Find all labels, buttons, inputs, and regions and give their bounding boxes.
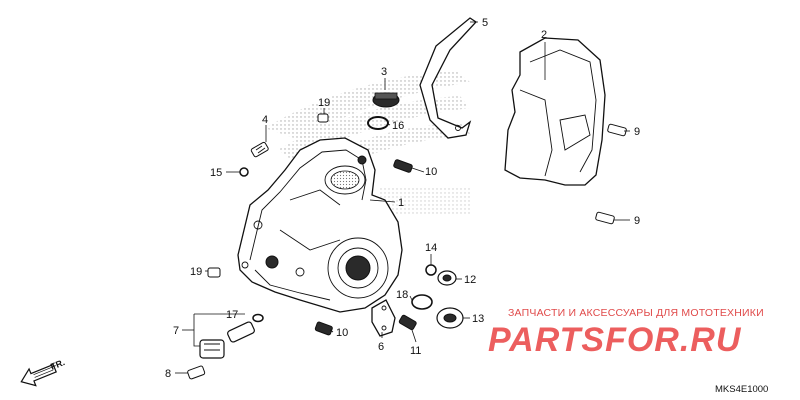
watermark-logo: PARTSFOR.RU [488,321,742,359]
callout-2: 2 [541,29,547,41]
callout-9-lower: 9 [634,215,640,227]
callout-labels: 1 2 3 4 5 6 7 8 9 9 10 10 11 12 13 14 15… [165,17,640,380]
bolt-9-upper[interactable] [607,123,627,137]
callout-10-lower: 10 [336,327,348,339]
callout-13: 13 [472,313,484,325]
left-crankcase-cover[interactable] [237,137,403,313]
dowel-pin-lower[interactable] [207,267,221,278]
oil-filler-cap[interactable] [372,92,400,108]
o-ring-17[interactable] [252,313,264,323]
o-ring-14[interactable] [425,264,437,276]
sprocket-cover[interactable] [504,37,606,186]
callout-14: 14 [425,242,437,254]
plug-13[interactable] [436,307,464,329]
callout-8: 8 [165,368,171,380]
diagram-code: MKS4E1000 [715,384,768,395]
speed-sensor-7[interactable] [199,321,255,359]
plug-12[interactable] [437,270,457,286]
cover-plate-6[interactable] [371,299,396,337]
bolt-10-lower[interactable] [314,321,333,336]
front-direction-marker: FR. [20,357,66,387]
leader-lines [175,21,630,374]
callout-19-upper: 19 [318,97,330,109]
callout-15: 15 [210,167,222,179]
callout-3: 3 [381,66,387,78]
callout-11: 11 [410,345,421,357]
o-ring-18[interactable] [411,294,433,310]
bolt-9-lower[interactable] [595,211,615,225]
callout-16: 16 [392,120,404,132]
callout-18: 18 [396,289,408,301]
callout-1: 1 [398,197,404,209]
washer-15[interactable] [239,167,249,177]
front-arrow-icon [20,363,57,387]
bolt-4[interactable] [250,141,269,158]
bolt-10-upper[interactable] [393,159,413,173]
callout-4: 4 [262,114,268,126]
callout-5: 5 [482,17,488,29]
watermark: ЗАПЧАСТИ И АКСЕССУАРЫ ДЛЯ МОТОТЕХНИКИ PA… [488,307,764,359]
callout-6: 6 [378,341,384,353]
cover-bracket[interactable] [419,17,477,139]
bolt-11[interactable] [398,314,417,331]
front-label: FR. [49,357,66,372]
callout-12: 12 [464,274,476,286]
watermark-tagline: ЗАПЧАСТИ И АКСЕССУАРЫ ДЛЯ МОТОТЕХНИКИ [508,307,764,319]
bolt-8[interactable] [187,365,206,380]
dowel-pin-upper[interactable] [317,113,329,123]
callout-19-lower: 19 [190,266,202,278]
callout-17: 17 [226,309,238,321]
o-ring-16[interactable] [367,116,389,130]
callout-7: 7 [173,325,179,337]
callout-9-upper: 9 [634,126,640,138]
callout-10-upper: 10 [425,166,437,178]
